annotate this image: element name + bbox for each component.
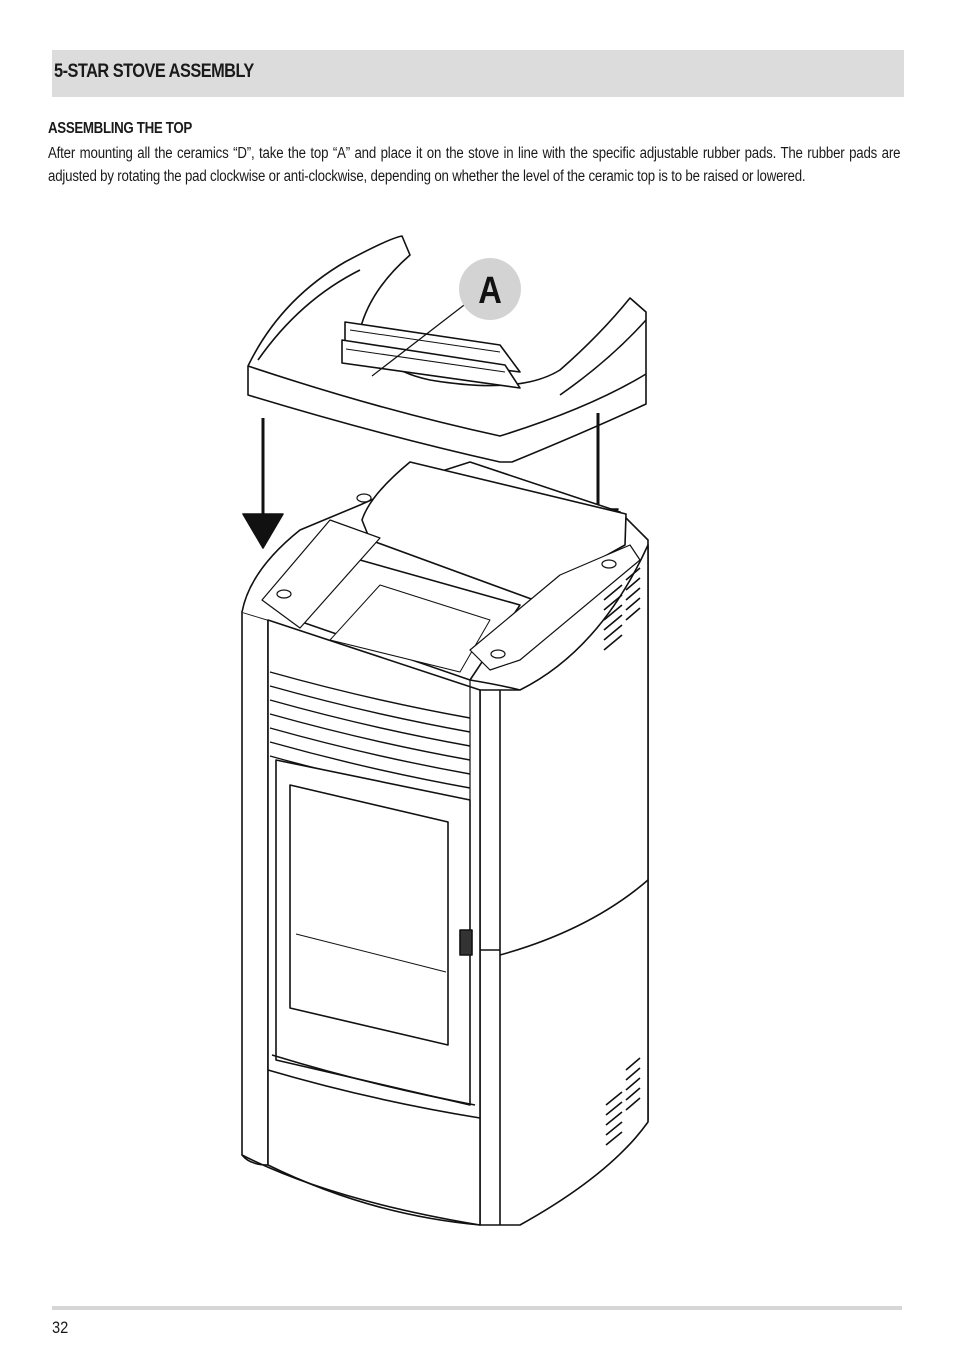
instruction-paragraph: After mounting all the ceramics “D”, tak… <box>48 145 901 185</box>
callout-a-label: A <box>478 269 502 312</box>
page-number: 32 <box>52 1318 69 1337</box>
ceramic-top-part <box>247 235 647 463</box>
stove-body <box>241 461 649 1226</box>
subsection-title: ASSEMBLING THE TOP <box>48 120 192 137</box>
callout-a <box>371 258 521 377</box>
section-title: 5-STAR STOVE ASSEMBLY <box>54 61 254 82</box>
section-header-bar <box>52 50 904 97</box>
footer-rule <box>52 1306 902 1310</box>
